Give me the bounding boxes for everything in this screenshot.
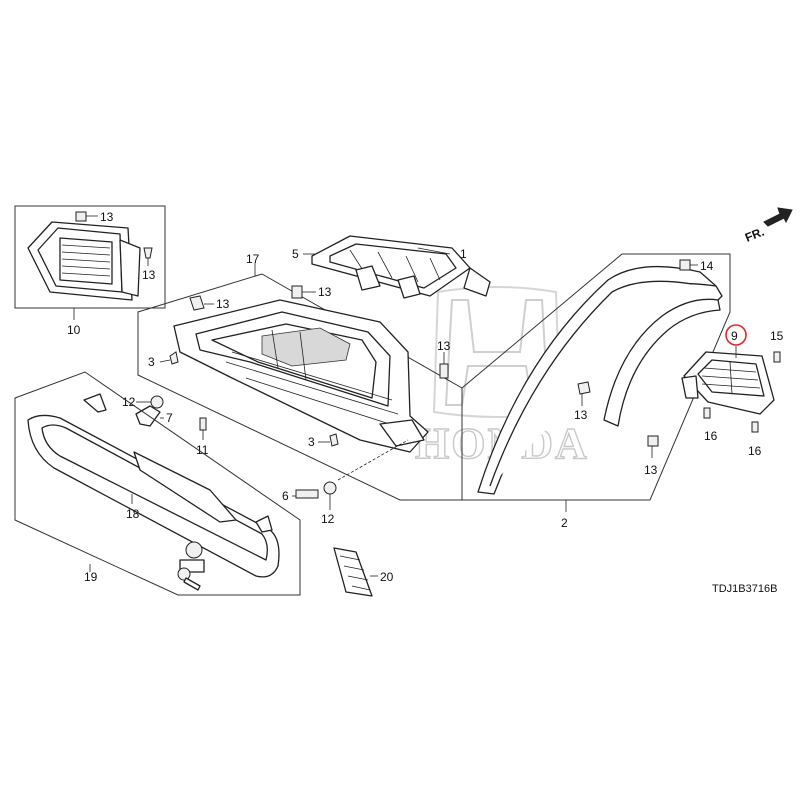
group-10-frame bbox=[14, 205, 166, 309]
group-19-lid: 18 19 bbox=[14, 371, 301, 596]
upper-duct-part: 5 1 bbox=[292, 235, 491, 299]
lock-and-key bbox=[177, 541, 205, 591]
nut-12-lower bbox=[323, 481, 337, 495]
label-13-garnish-2: 13 bbox=[644, 463, 658, 477]
clip-14 bbox=[679, 259, 691, 271]
group-19-frame bbox=[14, 371, 301, 596]
screw-3-lower bbox=[329, 433, 339, 447]
label-16-left: 16 bbox=[704, 429, 718, 443]
label-13-box-2: 13 bbox=[318, 285, 332, 299]
group-2-garnish: 13 13 14 2 bbox=[461, 253, 731, 530]
clip-6 bbox=[295, 489, 319, 499]
side-vent-part bbox=[27, 221, 141, 301]
highlight-circle-9 bbox=[725, 324, 747, 346]
label-13-garnish-1: 13 bbox=[574, 408, 588, 422]
label-9: 9 bbox=[731, 329, 738, 343]
label-3-upper: 3 bbox=[148, 355, 155, 369]
label-1: 1 bbox=[460, 247, 467, 261]
label-18: 18 bbox=[126, 507, 140, 521]
label-17: 17 bbox=[246, 252, 260, 266]
label-16-right: 16 bbox=[748, 444, 762, 458]
label-5: 5 bbox=[292, 247, 299, 261]
label-12-lower: 12 bbox=[321, 512, 335, 526]
vent-part-9 bbox=[681, 346, 775, 415]
garnish-part bbox=[477, 265, 723, 495]
label-3-lower: 3 bbox=[308, 435, 315, 449]
screw-11 bbox=[199, 417, 207, 431]
label-7: 7 bbox=[166, 411, 173, 425]
label-10: 10 bbox=[67, 323, 81, 337]
label-13-box-3: 13 bbox=[437, 339, 451, 353]
screw-3-upper bbox=[169, 351, 179, 365]
label-6: 6 bbox=[282, 489, 289, 503]
label-13-vent-1: 13 bbox=[100, 210, 114, 224]
front-arrow: FR. bbox=[743, 207, 793, 245]
nut-12-upper bbox=[150, 395, 164, 409]
garnish-clip-1 bbox=[577, 381, 591, 395]
screw-15 bbox=[773, 351, 781, 363]
front-arrow-label: FR. bbox=[743, 225, 766, 245]
label-13-vent-2: 13 bbox=[142, 268, 156, 282]
label-19: 19 bbox=[84, 570, 98, 584]
group-2-frame bbox=[461, 253, 731, 501]
label-15: 15 bbox=[770, 329, 784, 343]
glove-box-body-part bbox=[173, 299, 429, 453]
diagram-code: TDJ1B3716B bbox=[712, 583, 777, 595]
garnish-clip-2 bbox=[647, 435, 659, 447]
label-14: 14 bbox=[700, 259, 714, 273]
box-clip-1 bbox=[189, 295, 205, 311]
label-2: 2 bbox=[561, 516, 568, 530]
screw-16-right bbox=[751, 421, 759, 433]
vent-clip-1 bbox=[75, 211, 87, 222]
box-clip-3 bbox=[439, 363, 449, 379]
group-17-glove-box: 17 13 13 13 3 12 bbox=[122, 252, 463, 526]
box-clip-2 bbox=[291, 285, 303, 299]
vent-clip-2 bbox=[143, 247, 153, 259]
label-13-box-1: 13 bbox=[216, 297, 230, 311]
label-11: 11 bbox=[196, 443, 209, 457]
label-20: 20 bbox=[380, 570, 394, 584]
lid-part-18 bbox=[27, 393, 280, 578]
front-arrow-icon bbox=[763, 207, 793, 227]
pad-part-20: 20 bbox=[333, 547, 394, 597]
group-10-side-vent: 13 13 10 bbox=[14, 205, 166, 337]
screw-16-left bbox=[703, 407, 711, 419]
